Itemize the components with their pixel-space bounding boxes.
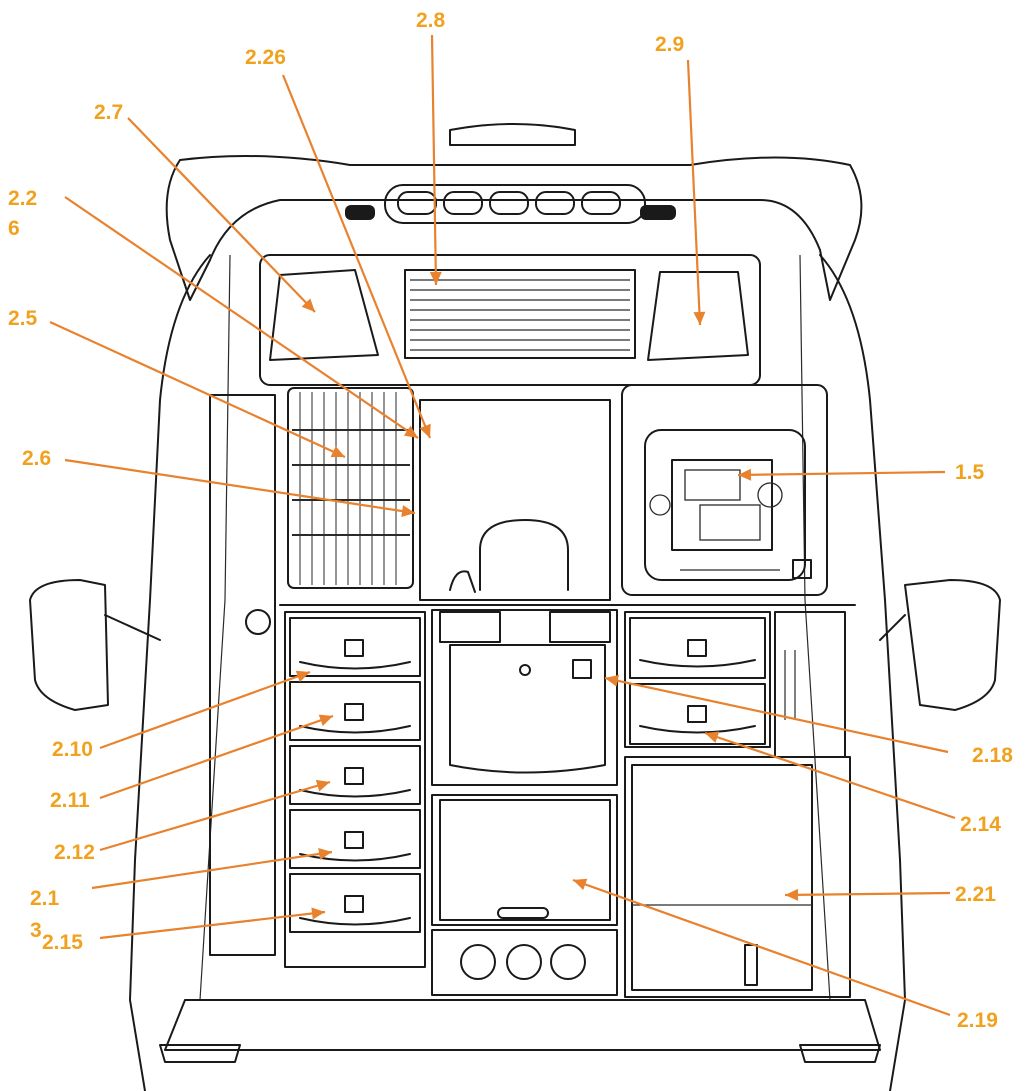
callout-2-5: 2.5 <box>8 307 38 330</box>
leader-2-10 <box>99 670 311 750</box>
leader-2-19 <box>572 878 951 1017</box>
leader-2-26 <box>281 74 432 439</box>
wire-rack <box>287 387 414 589</box>
leader-2-8-arrowhead <box>429 271 442 285</box>
equipment-unit <box>644 429 806 581</box>
callout-1-5: 1.5 <box>955 461 985 484</box>
fan-panel <box>431 929 618 996</box>
leader-2-8 <box>429 34 442 286</box>
callout-2-6: 2.6 <box>22 447 52 470</box>
right-lower-cabinet <box>624 756 851 998</box>
callout-2-9: 2.9 <box>655 33 685 56</box>
callout-2-15: 2.15 <box>42 931 83 954</box>
callout-2-10: 2.10 <box>52 738 93 761</box>
left-tall-column <box>209 394 276 956</box>
vent-grille <box>404 269 636 359</box>
leader-2-26-arrowhead <box>419 423 431 438</box>
leader-2-5 <box>49 320 346 459</box>
leader-2-5-arrowhead <box>330 446 345 458</box>
roof-rack <box>449 123 576 146</box>
callout-2-7: 2.7 <box>94 101 124 124</box>
leader-2-21 <box>784 888 951 901</box>
left-drawers <box>284 611 426 968</box>
left-mirror <box>29 579 109 711</box>
roof-light-bar <box>384 184 646 224</box>
leader-2-26b <box>64 196 419 439</box>
rear-floor <box>164 999 881 1051</box>
callout-2-13-line1: 2.1 <box>30 887 60 910</box>
equipment-compartment <box>621 384 828 596</box>
sink-basin <box>449 644 606 774</box>
leader-2-9 <box>686 59 706 326</box>
upper-right-window <box>647 271 749 361</box>
leader-2-12-arrowhead <box>315 779 330 792</box>
callout-2-13-line2: 3 <box>30 919 42 942</box>
leader-2-12 <box>99 779 331 852</box>
upper-left-window <box>269 269 379 361</box>
callout-2-14: 2.14 <box>960 813 1001 836</box>
callout-2-26b-line2: 6 <box>8 217 20 240</box>
van-roof-outline <box>165 155 863 301</box>
center-lower-compartment <box>431 794 618 926</box>
van-body-left <box>129 254 211 1091</box>
leader-2-11-arrowhead <box>318 714 333 726</box>
right-reflector <box>799 1044 881 1063</box>
center-cabinet <box>431 609 618 786</box>
leader-2-6-arrowhead <box>401 505 415 517</box>
callout-2-12: 2.12 <box>54 841 95 864</box>
callout-2-26b-line1: 2.2 <box>8 187 38 210</box>
right-beacon <box>640 205 676 220</box>
leader-2-15-arrowhead <box>311 907 325 920</box>
leader-2-6 <box>64 458 416 517</box>
leader-2-11 <box>99 714 334 800</box>
right-mirror <box>904 579 1001 711</box>
leader-2-14 <box>704 731 956 820</box>
leader-2-19-arrowhead <box>573 878 588 891</box>
left-beacon <box>345 205 375 220</box>
leader-1-5-arrowhead <box>738 468 752 481</box>
callout-2-8: 2.8 <box>416 9 446 32</box>
leader-2-10-arrowhead <box>295 670 310 683</box>
leader-2-13-arrowhead <box>318 847 332 860</box>
left-reflector <box>159 1044 241 1063</box>
center-dome <box>479 519 569 591</box>
callout-2-11: 2.11 <box>50 789 90 812</box>
center-upper-panel <box>419 399 611 601</box>
callout-2-19: 2.19 <box>957 1009 998 1032</box>
leader-2-7-arrowhead <box>301 298 315 312</box>
van-body-right <box>819 254 906 1091</box>
leader-2-18 <box>604 674 949 754</box>
leader-2-14-arrowhead <box>705 731 720 743</box>
leader-2-18-arrowhead <box>605 674 619 687</box>
leader-2-15 <box>99 907 326 940</box>
callout-2-26: 2.26 <box>245 46 286 69</box>
leader-2-7 <box>127 117 316 313</box>
leader-2-21-arrowhead <box>785 888 799 901</box>
vent-grille-slats <box>410 279 630 351</box>
leader-2-9-arrowhead <box>693 311 706 325</box>
callout-2-18: 2.18 <box>972 744 1013 767</box>
leader-1-5 <box>737 468 946 481</box>
right-drawers <box>624 611 771 748</box>
callout-2-21: 2.21 <box>955 883 996 906</box>
leader-2-13 <box>91 847 333 890</box>
leader-2-26b-arrowhead <box>403 425 418 438</box>
upper-cabinet <box>259 254 761 386</box>
